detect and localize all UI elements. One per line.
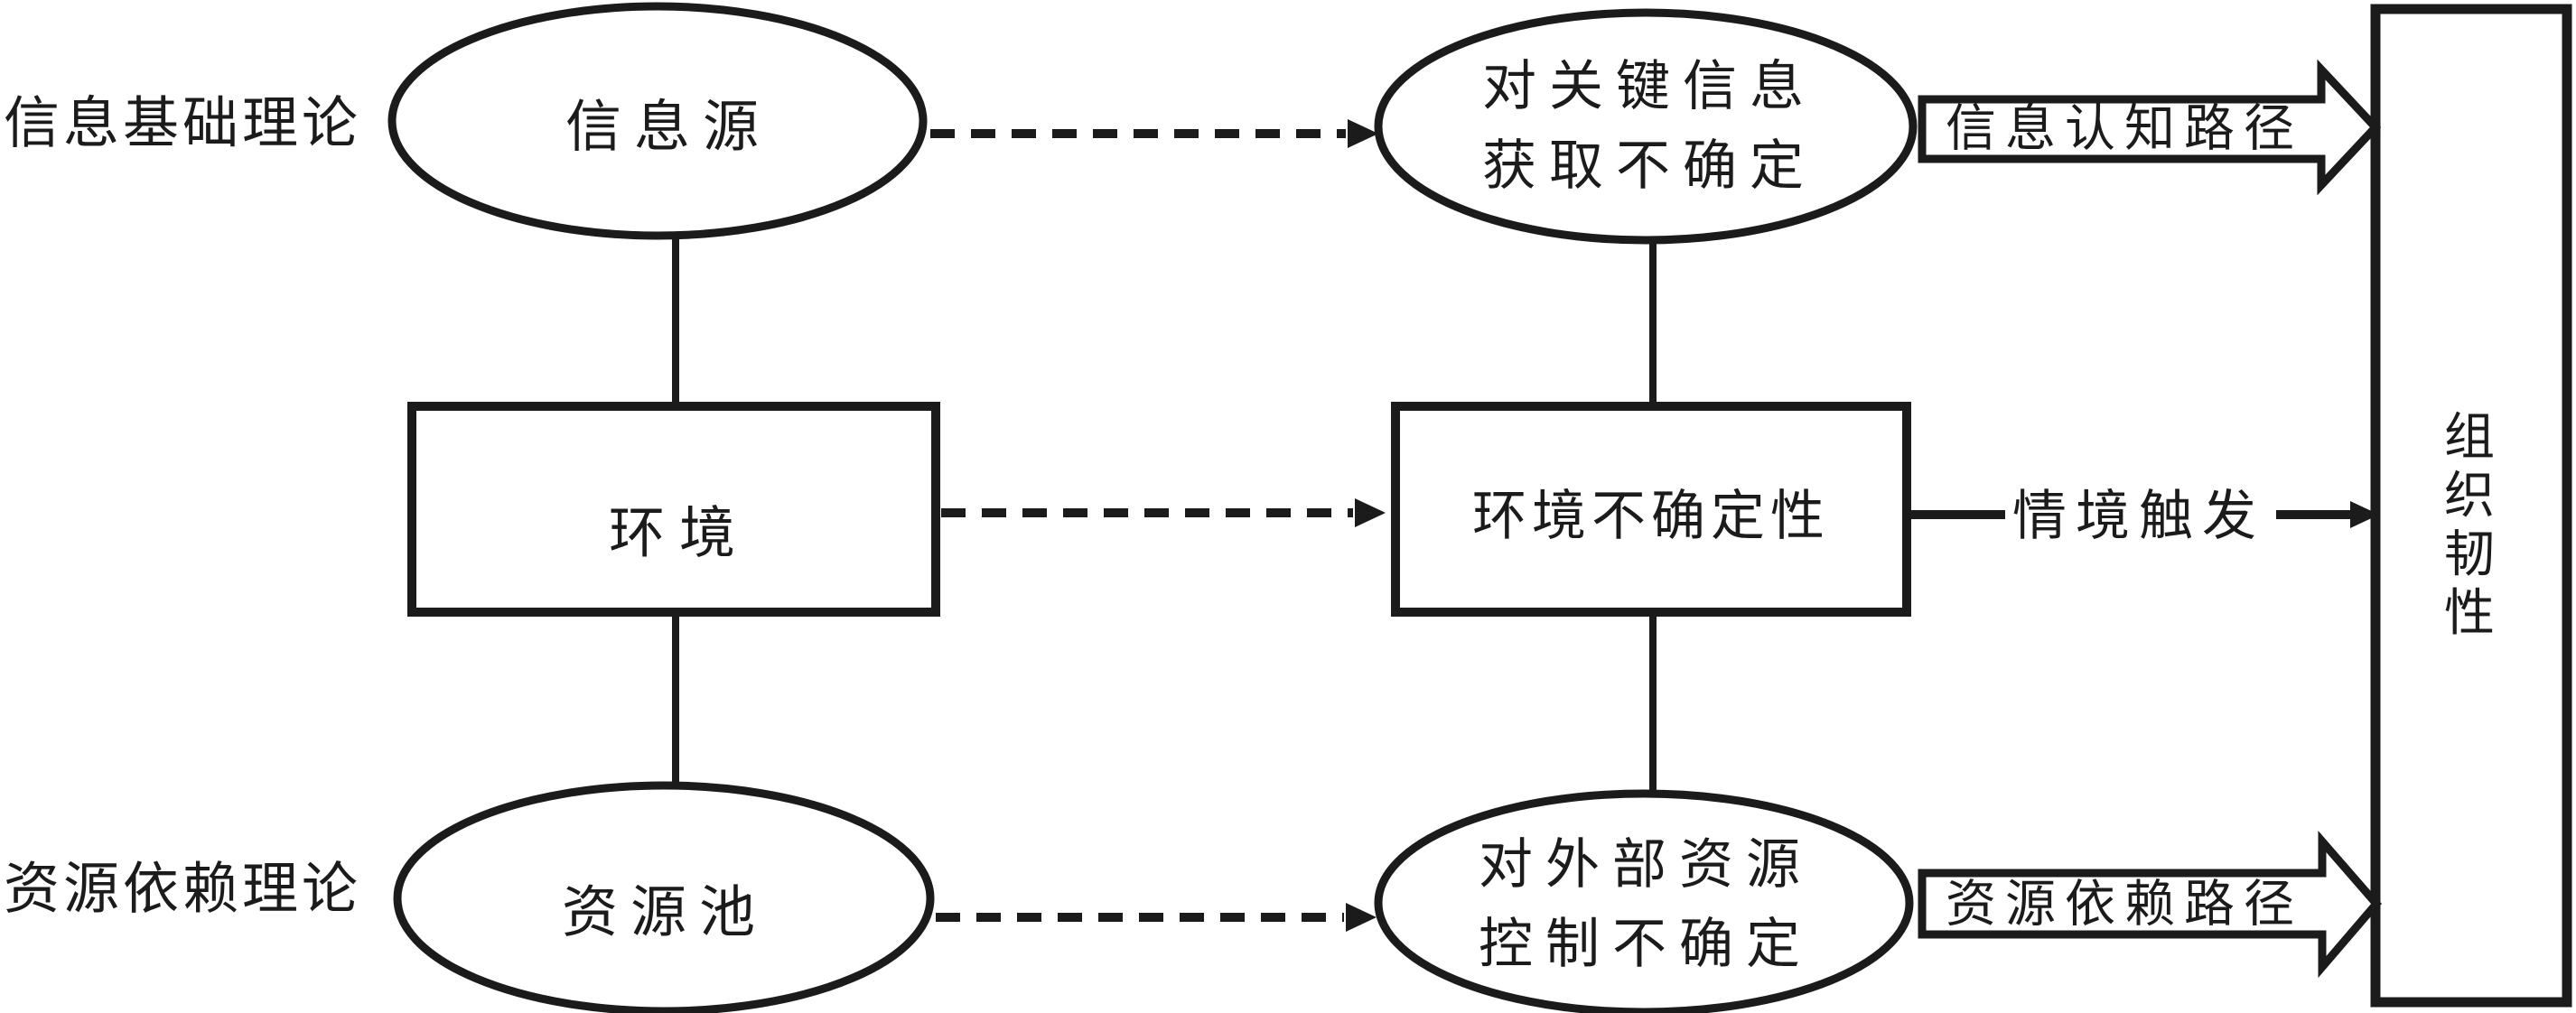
node-label: 资源池 xyxy=(562,879,768,945)
node-label: 信息源 xyxy=(565,94,771,160)
ellipse-shape xyxy=(1374,8,1918,245)
node-label-line2: 控制不确定 xyxy=(1479,913,1813,976)
block-arrow-resource-dependence-path: 资源依赖路径 xyxy=(1918,830,2382,979)
dashed-arrow-resourcepool-to-extresource xyxy=(936,903,1377,932)
node-key-information-uncertainty: 对关键信息 获取不确定 xyxy=(1374,8,1918,245)
dashed-arrow-environment-to-envuncertainty xyxy=(941,498,1386,527)
information-theory-label: 信息基础理论 xyxy=(4,90,361,156)
block-arrow-shape xyxy=(1918,830,2382,979)
ellipse-shape xyxy=(387,2,928,240)
node-label: 环境不确定性 xyxy=(1472,485,1830,548)
ellipse-shape xyxy=(393,781,935,1013)
node-label-vertical: 组织韧性 xyxy=(2444,408,2495,643)
block-arrow-label: 信息认知路径 xyxy=(1946,100,2303,159)
trigger-arrow: 情境触发 xyxy=(1909,485,2379,548)
node-label: 环境 xyxy=(609,500,750,566)
block-arrow-information-cognition-path: 信息认知路径 xyxy=(1918,59,2382,196)
node-organizational-resilience: 组织韧性 xyxy=(2370,4,2572,1008)
node-information-source: 信息源 xyxy=(387,2,928,240)
block-arrow-label: 资源依赖路径 xyxy=(1946,876,2303,934)
arrowhead-icon xyxy=(1348,119,1378,148)
ellipse-shape xyxy=(1374,789,1914,1013)
resource-theory-label: 资源依赖理论 xyxy=(4,856,361,922)
node-label-line1: 对关键信息 xyxy=(1482,55,1816,118)
dashed-arrow-infosource-to-keyinfo xyxy=(930,119,1378,148)
arrowhead-icon xyxy=(1346,903,1377,932)
arrowhead-icon xyxy=(1355,498,1386,527)
arrowhead-icon xyxy=(2350,501,2379,528)
rect-shape xyxy=(407,402,940,617)
rect-shape xyxy=(2370,4,2572,1008)
node-external-resource-uncertainty: 对外部资源 控制不确定 xyxy=(1374,789,1914,1013)
node-label-line2: 获取不确定 xyxy=(1482,135,1816,198)
node-resource-pool: 资源池 xyxy=(393,781,935,1013)
block-arrow-shape xyxy=(1918,59,2382,196)
rect-shape xyxy=(1391,402,1911,617)
node-environment: 环境 xyxy=(407,402,940,617)
node-environment-uncertainty: 环境不确定性 xyxy=(1391,402,1911,617)
trigger-arrow-label: 情境触发 xyxy=(2012,485,2265,548)
node-label-line1: 对外部资源 xyxy=(1479,833,1813,897)
